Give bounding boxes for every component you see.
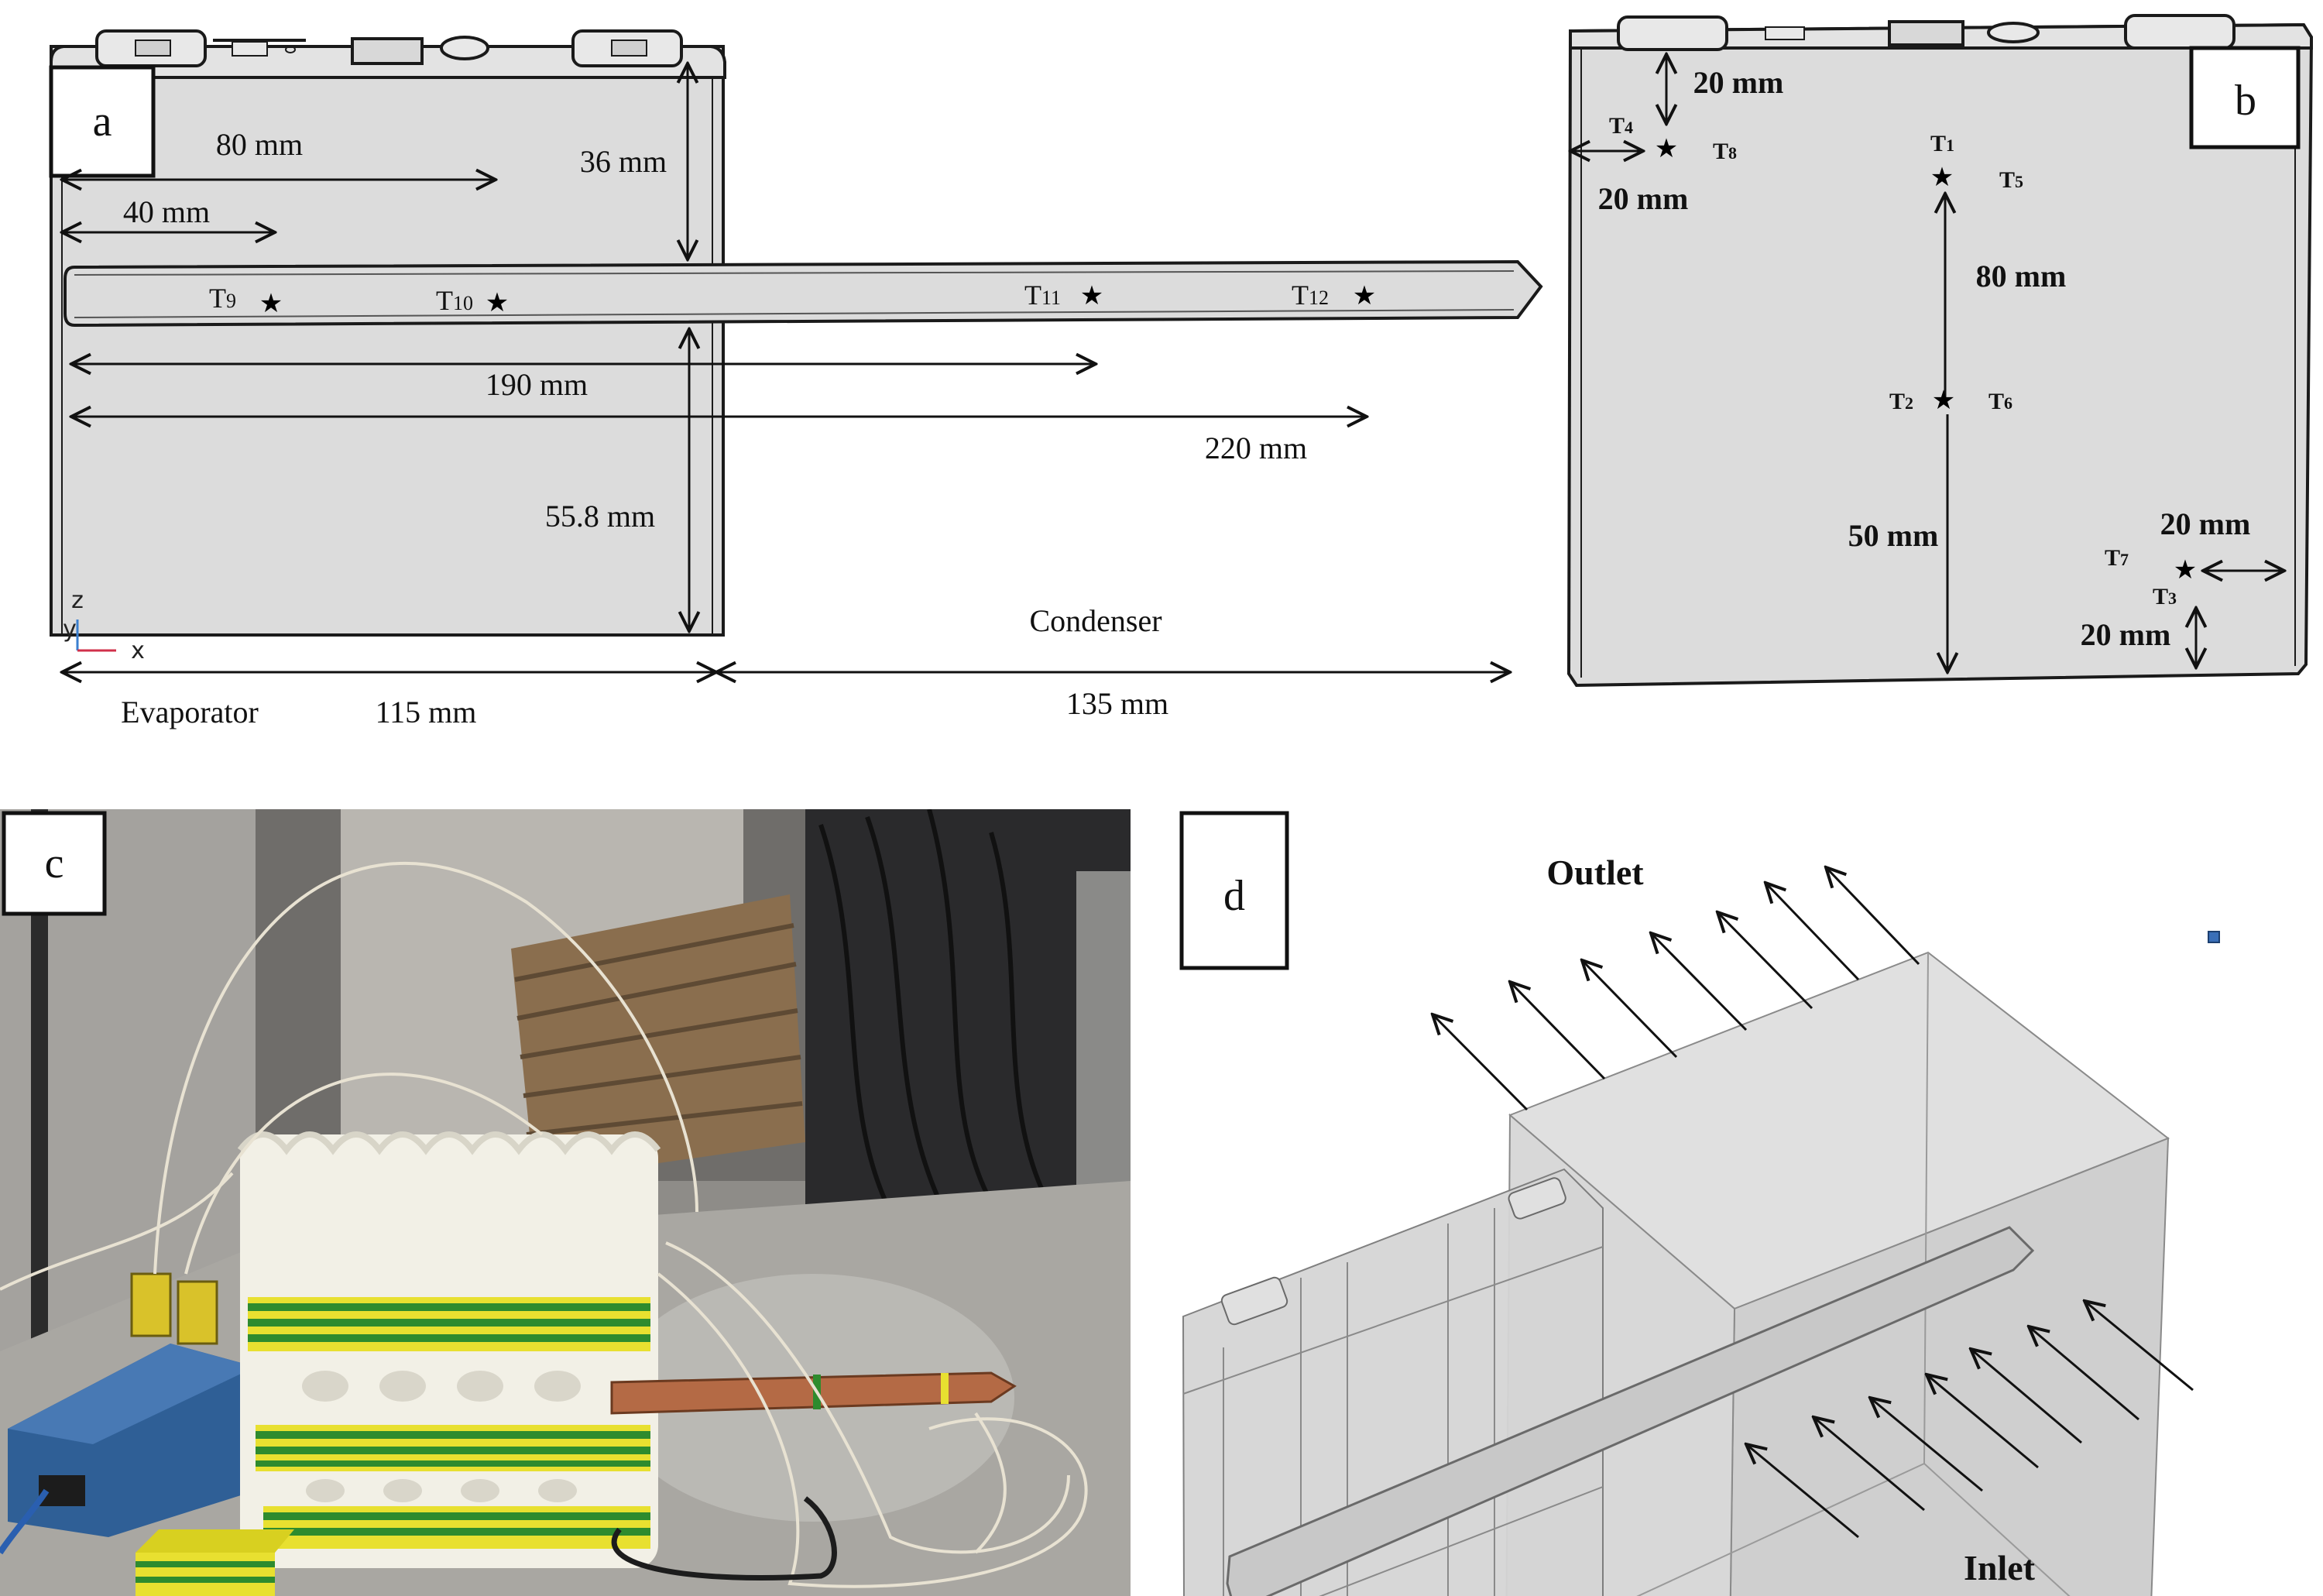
panel-a: a 80 mm 40 mm 36 mm 190 mm 220 mm 55.8 m… [49, 29, 1543, 729]
svg-text:y: y [63, 616, 77, 643]
svg-text:z: z [71, 587, 84, 614]
inlet-flow-arrows [1746, 1301, 2194, 1539]
dim-label-135mm: 135 mm [1066, 686, 1168, 721]
section-label-condenser: Condenser [1029, 603, 1162, 638]
terminal-right-icon [2124, 14, 2236, 50]
panel-b: b 20 mm 20 mm 80 mm 50 mm 20 mm 20 mm ★ … [1566, 14, 2314, 688]
dim-label-220mm: 220 mm [1205, 431, 1307, 465]
photo-thermocouple-connectors [130, 1272, 218, 1345]
dim-label-190mm: 190 mm [486, 367, 588, 402]
dim-label-bottom-20mm: 20 mm [2081, 617, 2171, 652]
vent-icon [213, 36, 489, 65]
sensor-label-t8: T8 [1713, 139, 1737, 164]
sensor-label-t6: T6 [1988, 389, 2012, 414]
dim-label-left-20mm: 20 mm [1598, 181, 1689, 216]
sensor-t12: T12 ★ [1292, 280, 1376, 311]
panel-label-b: b [2235, 77, 2256, 125]
heat-pipe [63, 259, 1543, 328]
battery-cell-body [50, 45, 725, 637]
star-icon: ★ [1353, 280, 1376, 311]
viewport-icon [2208, 931, 2220, 943]
star-icon: ★ [1080, 280, 1103, 311]
panel-label-c: c [45, 839, 64, 887]
sensor-t9: T9 ★ [209, 283, 283, 319]
photo-tape-band [256, 1425, 650, 1471]
sensor-label-t1: T1 [1930, 131, 1954, 156]
svg-text:x: x [131, 637, 145, 664]
star-icon: ★ [1655, 133, 1678, 164]
svg-text:T12: T12 [1292, 280, 1329, 311]
terminal-left-icon [1617, 15, 1728, 51]
terminal-icon [1220, 1276, 1288, 1326]
sensor-label-t3: T3 [2153, 584, 2177, 609]
dim-label-top-20mm: 20 mm [1693, 65, 1784, 100]
vent-icon [1765, 20, 2040, 46]
dim-label-50mm: 50 mm [1848, 518, 1939, 553]
dim-label-40mm: 40 mm [123, 194, 210, 229]
star-icon: ★ [1930, 162, 1954, 193]
star-icon: ★ [1932, 385, 1955, 416]
star-icon: ★ [486, 287, 509, 318]
panel-label-d: d [1223, 872, 1245, 920]
axis-triad-a: z y x [63, 587, 145, 664]
sensor-t11: T11 ★ [1024, 280, 1103, 311]
photo-black-cable [611, 1496, 837, 1581]
label-inlet: Inlet [1964, 1548, 2036, 1587]
dim-label-right-20mm: 20 mm [2160, 506, 2251, 541]
dim-label-115mm: 115 mm [376, 695, 477, 729]
dim-label-36mm: 36 mm [580, 144, 667, 179]
sensor-t10: T10 ★ [436, 285, 509, 318]
photo-insulated-cell [237, 1131, 661, 1568]
panel-c: c [0, 809, 1131, 1596]
panel-label-a: a [93, 98, 112, 146]
svg-text:T11: T11 [1024, 280, 1061, 311]
sensor-label-t4: T4 [1609, 113, 1633, 139]
svg-text:T9: T9 [209, 283, 236, 314]
dim-label-80mm: 80 mm [1976, 259, 2067, 293]
terminal-left-icon [95, 29, 207, 67]
label-outlet: Outlet [1546, 853, 1644, 892]
photo-taped-block [136, 1529, 294, 1596]
terminal-icon [1508, 1177, 1566, 1220]
sensor-label-t7: T7 [2105, 545, 2129, 571]
photo-heat-pipe [610, 1371, 1017, 1415]
svg-text:T10: T10 [436, 285, 473, 316]
sensor-label-t2: T2 [1889, 389, 1913, 414]
section-label-evaporator: Evaporator [121, 695, 259, 729]
dim-label-55-8mm: 55.8 mm [545, 499, 655, 534]
panel-d: Outlet Inlet Insulated cell d z y x [1179, 811, 2220, 1596]
dim-label-80mm: 80 mm [216, 127, 303, 162]
photo-tape-band [263, 1506, 650, 1549]
photo-tape-band [248, 1297, 650, 1351]
air-domain-box [1505, 951, 2170, 1596]
sensor-label-t5: T5 [1999, 167, 2023, 193]
outlet-flow-arrows [1433, 867, 1920, 1111]
heat-pipe [1226, 1226, 2035, 1596]
photo-thermocouple-wires [0, 861, 1088, 1588]
star-icon: ★ [2174, 554, 2197, 585]
terminal-right-icon [571, 29, 683, 67]
star-icon: ★ [259, 288, 283, 319]
